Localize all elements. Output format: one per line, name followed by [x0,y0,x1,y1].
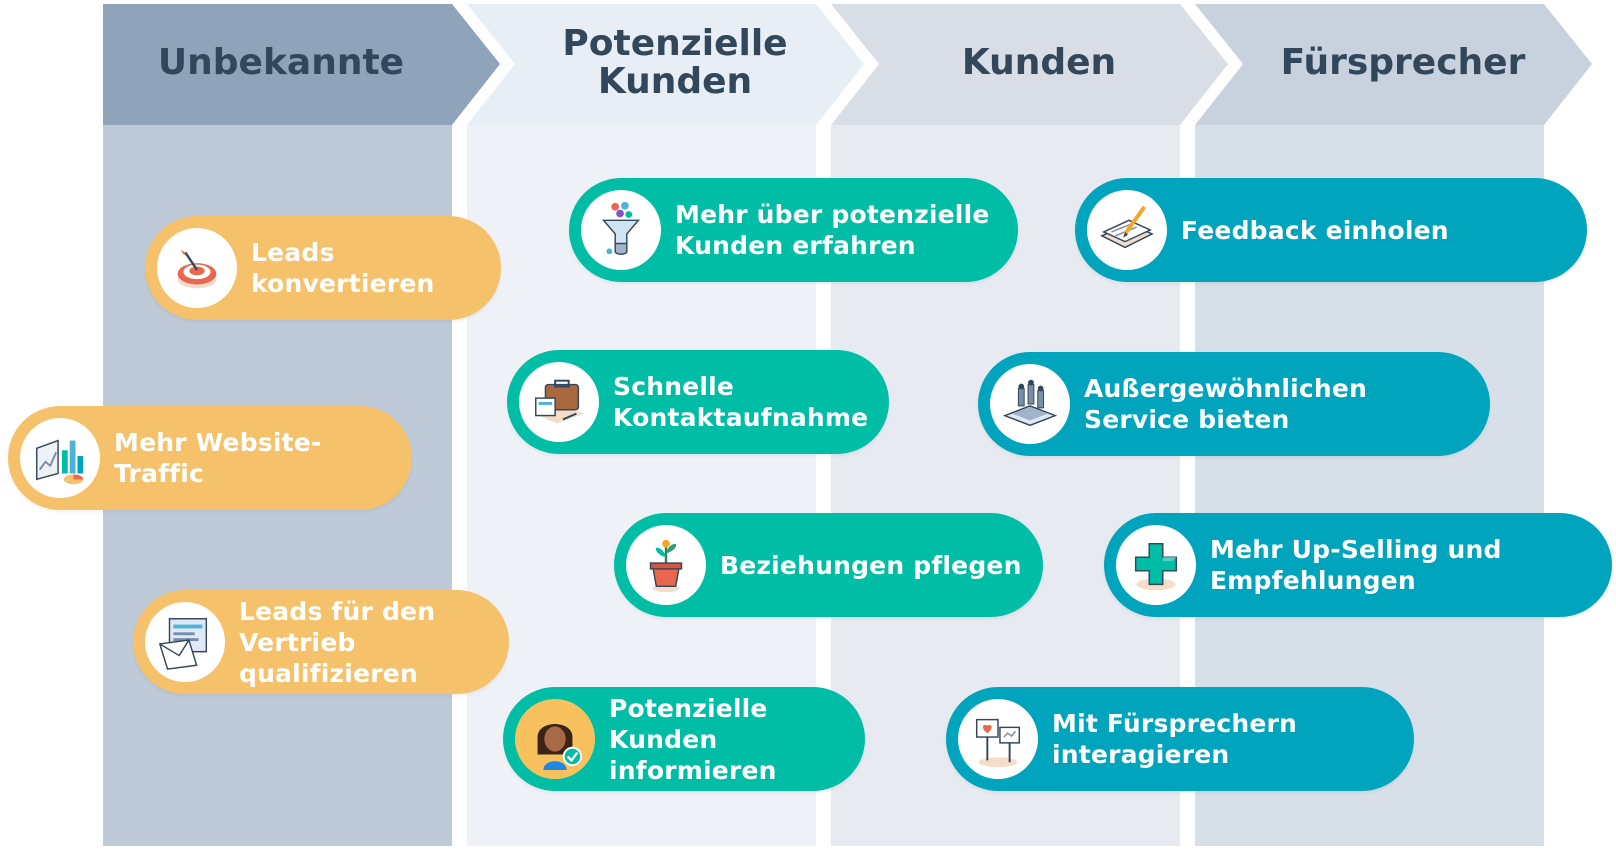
pill-feedback-einholen: Feedback einholen [1075,178,1587,282]
chevron-stage-1 [103,4,500,125]
pill-kunden-informieren: Potenzielle Kunden informieren [503,687,865,791]
pill-label: Mehr Website-Traffic [114,428,322,488]
laptop-icon [990,364,1070,444]
pill-label: Schnelle Kontaktaufnahme [613,372,869,432]
pill-label: Mehr über potenzielle Kunden erfahren [675,200,990,260]
plant-icon [626,525,706,605]
pill-label: Außergewöhnlichen Service bieten [1084,374,1368,434]
pill-label: Leads für den Vertrieb qualifizieren [239,596,436,688]
chevron-stage-3 [831,4,1228,125]
pill-up-selling: Mehr Up-Selling und Empfehlungen [1104,513,1612,617]
pill-leads-qualifizieren: Leads für den Vertrieb qualifizieren [133,590,509,694]
chart-icon [20,418,100,498]
pill-label: Leads konvertieren [251,238,435,298]
pill-beziehungen-pflegen: Beziehungen pflegen [614,513,1043,617]
signs-icon [958,699,1038,779]
chevron-stage-2 [467,4,864,125]
email-icon [145,602,225,682]
pill-leads-konvertieren: Leads konvertieren [145,216,501,320]
pill-label: Potenzielle Kunden informieren [609,693,777,785]
pill-mehr-ueber-kunden: Mehr über potenzielle Kunden erfahren [569,178,1018,282]
pill-mit-fuersprechern: Mit Fürsprechern interagieren [946,687,1414,791]
pill-label: Feedback einholen [1181,215,1449,245]
pill-label: Mit Fürsprechern interagieren [1052,709,1298,769]
funnel-icon [581,190,661,270]
person-icon [515,699,595,779]
pill-schnelle-kontaktaufnahme: Schnelle Kontaktaufnahme [507,350,889,454]
chevron-stage-4 [1195,4,1592,125]
pill-service-bieten: Außergewöhnlichen Service bieten [978,352,1490,456]
plus-icon [1116,525,1196,605]
briefcase-icon [519,362,599,442]
pill-label: Beziehungen pflegen [720,550,1022,580]
target-icon [157,228,237,308]
stage-chevrons [103,4,1592,125]
pill-mehr-website-traffic: Mehr Website-Traffic [8,406,412,510]
notepad-icon [1087,190,1167,270]
pill-label: Mehr Up-Selling und Empfehlungen [1210,535,1502,595]
